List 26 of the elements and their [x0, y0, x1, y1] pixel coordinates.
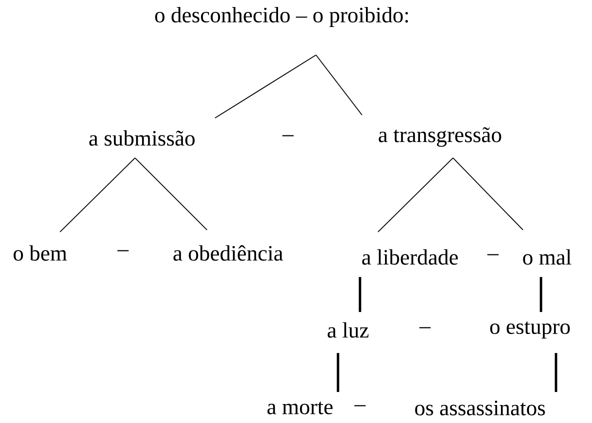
- dash-text: –: [419, 327, 431, 328]
- tree-line: [134, 158, 208, 230]
- tree-line: [316, 54, 362, 116]
- term-text: a luz: [328, 322, 368, 338]
- term-text: a submissão: [89, 130, 195, 146]
- tree-line: [336, 352, 340, 392]
- tree-line: [378, 158, 454, 232]
- tree-line: [60, 158, 136, 232]
- term-text: a obediência: [174, 245, 283, 261]
- term-text: o desconhecido – o proibido:: [155, 7, 408, 27]
- term-text: a morte: [267, 402, 333, 414]
- term-text: os assassinatos: [415, 400, 545, 416]
- term-text: a transgressão: [378, 127, 502, 147]
- tree-line: [452, 158, 524, 230]
- term-text: a liberdade: [362, 249, 458, 265]
- tree-line: [554, 352, 558, 392]
- dash-text: –: [487, 254, 499, 256]
- tree-line: [358, 277, 362, 312]
- dash-text: –: [282, 135, 294, 136]
- dash-text: –: [117, 250, 129, 252]
- dash-text: –: [354, 405, 366, 406]
- tree-line: [540, 277, 542, 312]
- term-text: o mal: [523, 249, 572, 265]
- term-text: o estupro: [490, 321, 570, 339]
- term-text: o bem: [14, 245, 67, 261]
- tree-line: [214, 54, 316, 118]
